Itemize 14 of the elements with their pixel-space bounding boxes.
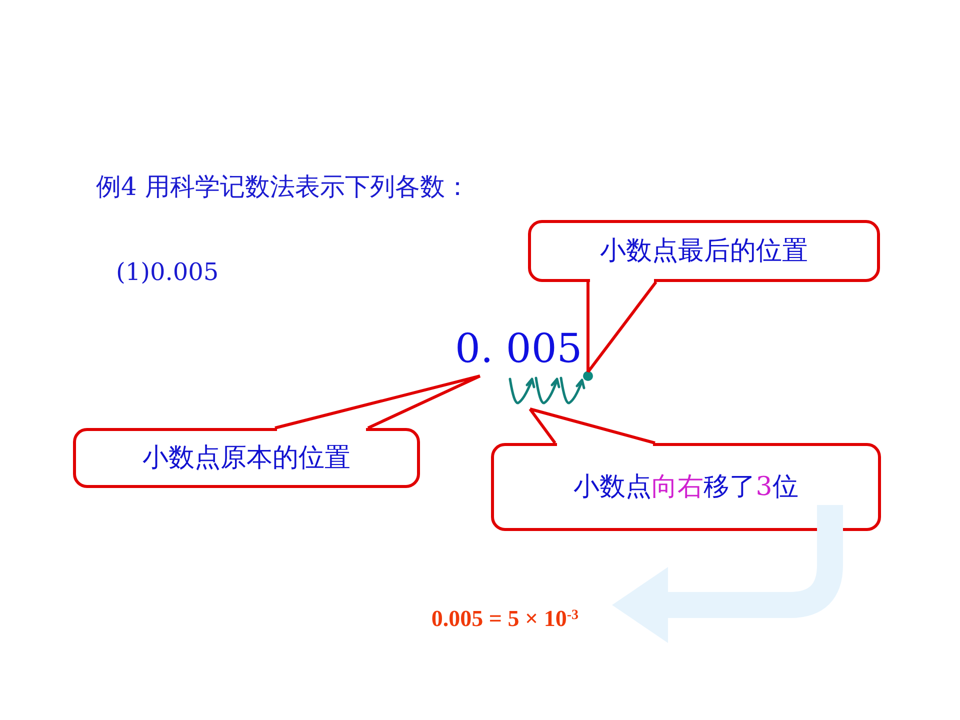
problem-label: (1)0.005 bbox=[116, 257, 219, 288]
callout-bubble bbox=[528, 220, 880, 282]
decimal-number: 0. 005 bbox=[455, 329, 582, 369]
callout-bubble bbox=[73, 428, 420, 488]
callout-text: 小数点向右移了3位 bbox=[574, 470, 798, 504]
callout-pointer bbox=[586, 280, 658, 374]
title: 例4 用科学记数法表示下列各数： bbox=[96, 171, 470, 203]
callout-pointer bbox=[274, 374, 482, 430]
callout-bubble bbox=[491, 443, 881, 531]
callout-text: 小数点原本的位置 bbox=[142, 442, 350, 474]
callout-text: 小数点最后的位置 bbox=[600, 234, 808, 268]
formula-text: 0.005 = 5 × 10$^{-3}$ bbox=[431, 604, 579, 633]
u-turn-arrow bbox=[612, 505, 843, 643]
callout-pointer bbox=[528, 408, 656, 444]
